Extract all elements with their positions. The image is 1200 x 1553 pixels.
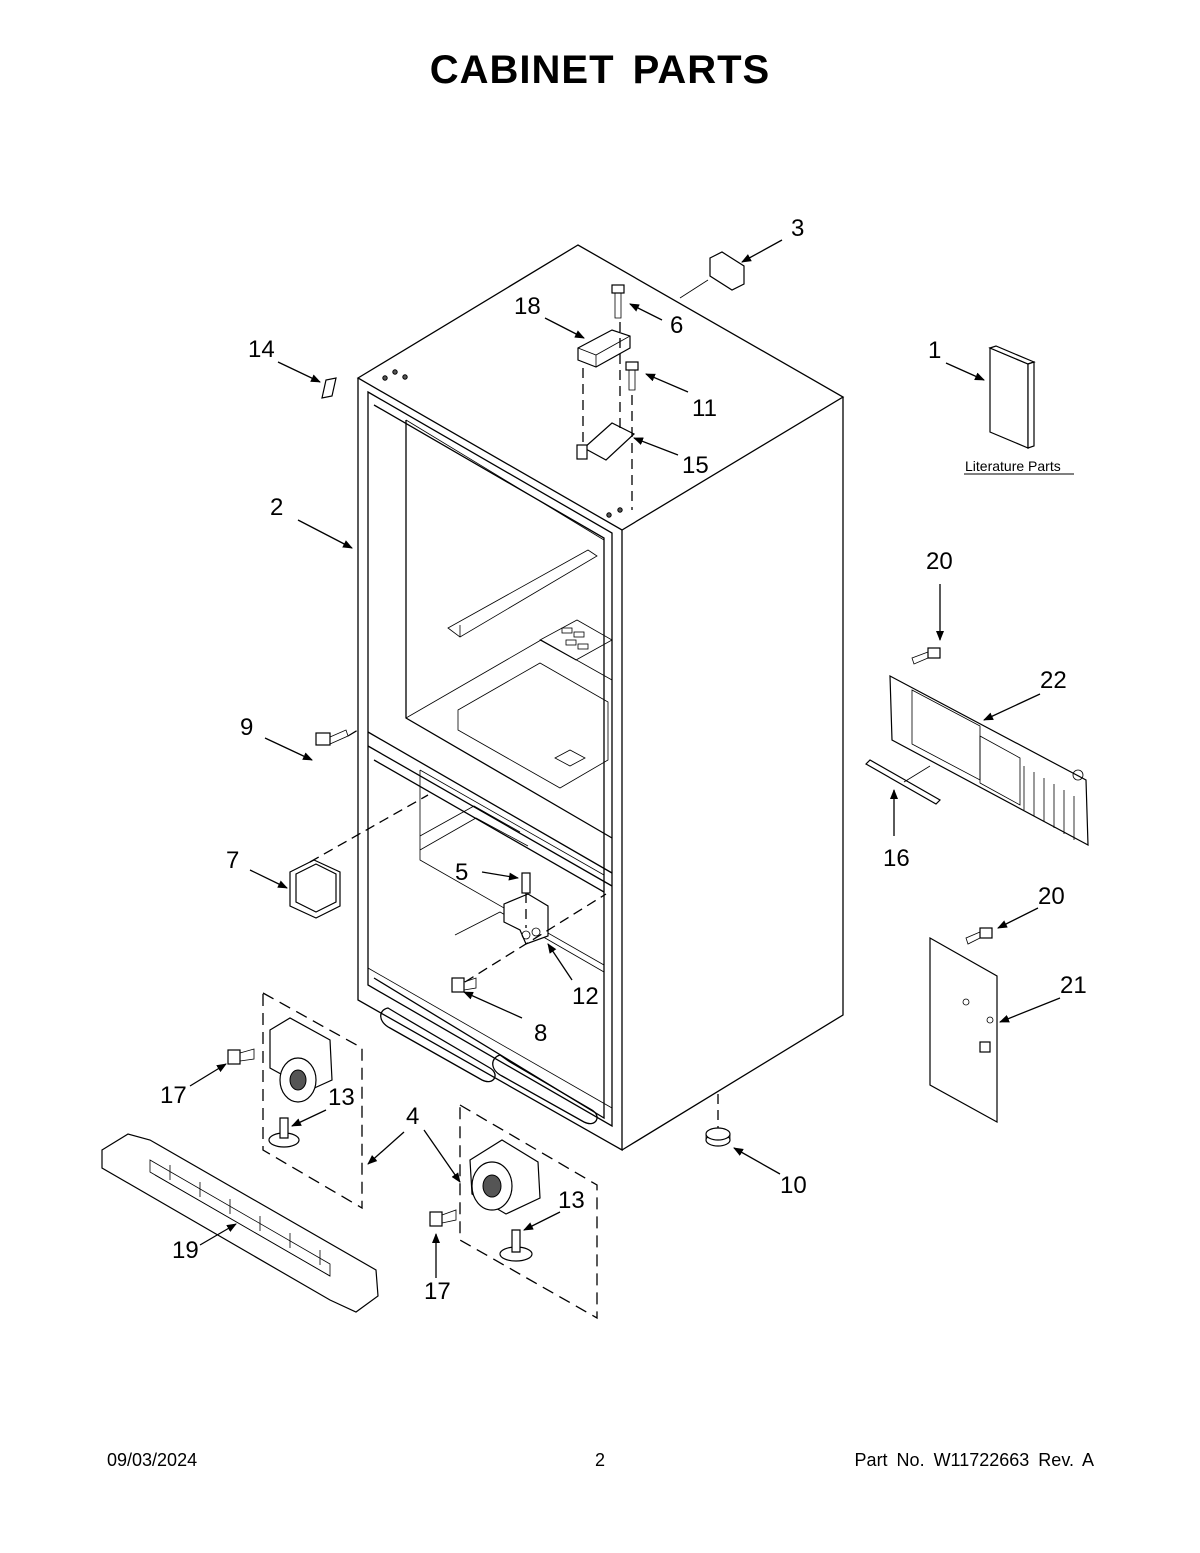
callout-7: 7 — [226, 847, 239, 874]
callout-13-left: 13 — [328, 1084, 355, 1111]
callout-15: 15 — [682, 452, 709, 479]
callout-labels: 1 2 3 4 5 6 7 8 9 10 11 12 13 13 14 15 1… — [160, 215, 1087, 1305]
callout-20-top: 20 — [926, 548, 953, 575]
callout-13-right: 13 — [558, 1187, 585, 1214]
callout-20-bottom: 20 — [1038, 883, 1065, 910]
callout-21: 21 — [1060, 972, 1087, 999]
callout-12: 12 — [572, 983, 599, 1010]
part-16-strip — [865, 759, 941, 805]
literature-parts-label: Literature Parts — [965, 458, 1061, 474]
part-9-screw — [315, 729, 359, 746]
callout-8: 8 — [534, 1020, 547, 1047]
callout-2: 2 — [270, 494, 283, 521]
callout-16: 16 — [883, 845, 910, 872]
part-3-pad — [709, 251, 745, 291]
part-21-panel — [929, 927, 998, 1124]
callout-14: 14 — [248, 336, 275, 363]
callout-17-left: 17 — [160, 1082, 187, 1109]
cabinet — [356, 244, 845, 1152]
callout-1: 1 — [928, 337, 941, 364]
callout-11: 11 — [692, 395, 717, 422]
footer-page-number: 2 — [594, 1450, 605, 1470]
footer-part-number: Part No. W11722663 Rev. A — [854, 1450, 1094, 1470]
left-roller-assembly — [227, 1017, 333, 1148]
callout-10: 10 — [780, 1172, 807, 1199]
top-hinge-assembly — [576, 284, 639, 510]
callout-3: 3 — [791, 215, 804, 242]
part-14-clip — [321, 377, 337, 399]
part-8-screw — [451, 977, 477, 993]
callout-4: 4 — [406, 1103, 419, 1130]
callout-6: 6 — [670, 312, 683, 339]
callout-5: 5 — [455, 859, 468, 886]
leader-arrows — [189, 239, 1061, 1278]
part-12-bracket — [503, 872, 549, 945]
right-roller-assembly — [429, 1139, 541, 1262]
literature-pack — [988, 345, 1036, 449]
part-22-panel — [889, 647, 1089, 847]
page-title: CABINET PARTS — [429, 48, 771, 92]
part-10-foot — [705, 1127, 731, 1147]
callout-18: 18 — [514, 293, 541, 320]
callout-19: 19 — [172, 1237, 199, 1264]
footer-date: 09/03/2024 — [107, 1450, 198, 1470]
callout-17-right: 17 — [424, 1278, 451, 1305]
part-7-badge — [289, 859, 341, 919]
callout-22: 22 — [1040, 667, 1067, 694]
part-19-base-grille — [101, 1133, 379, 1313]
callout-9: 9 — [240, 714, 253, 741]
